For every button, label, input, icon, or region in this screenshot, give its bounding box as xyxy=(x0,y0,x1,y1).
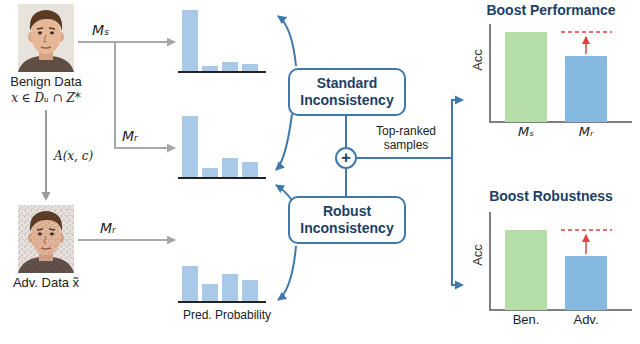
image-node: Adv. Data x̃ xyxy=(2,203,90,291)
connector xyxy=(42,110,51,201)
caption-text: Adv. Data x̃ xyxy=(2,275,90,291)
arrow-head xyxy=(455,96,464,105)
axis-caption: Pred. Probability xyxy=(168,308,286,323)
edge-label: A(x, c) xyxy=(54,148,93,164)
tick-label: Mₛ xyxy=(506,124,546,140)
sum-circle: + xyxy=(335,147,357,169)
connector-line xyxy=(45,110,47,194)
math-text: x ∈ Dᵤ ∩ Z* xyxy=(2,90,90,107)
model-label: Mₛ xyxy=(92,22,109,39)
tick-label: Mᵣ xyxy=(566,124,606,140)
chart-title: Boost Robustness xyxy=(466,188,636,205)
model-arrows xyxy=(78,42,175,240)
caption-text: Benign Data xyxy=(2,74,90,90)
chart-panel: Boost PerformanceAccMₛ Mᵣ xyxy=(466,2,636,142)
model-label: Mᵣ xyxy=(122,128,138,145)
arrow-head xyxy=(455,281,464,290)
feedback-arrows xyxy=(276,16,296,300)
tick-label: Ben. xyxy=(502,312,550,328)
face-photo xyxy=(18,4,74,72)
process-box: Robust Inconsistency xyxy=(288,196,406,244)
edge-label: Top-ranked samples xyxy=(364,124,448,152)
probability-bars xyxy=(182,10,258,302)
adversarial-face-photo xyxy=(18,205,74,273)
operator-symbol: + xyxy=(337,149,355,167)
chart-panel: Boost RobustnessAccBen. Adv. xyxy=(466,188,636,330)
bar-baselines xyxy=(178,72,266,302)
connector-line xyxy=(345,116,347,147)
accuracy-chart xyxy=(490,24,632,310)
image-node: Benign Datax ∈ Dᵤ ∩ Z* xyxy=(2,2,90,107)
connector-line xyxy=(345,169,347,196)
connector xyxy=(346,169,347,196)
axis-label: Acc xyxy=(470,240,486,270)
connector xyxy=(346,116,347,147)
model-label: Mᵣ xyxy=(100,220,116,237)
box-text: Standard Inconsistency xyxy=(296,75,398,109)
arrow-head xyxy=(42,192,51,201)
tick-label: Adv. xyxy=(562,312,610,328)
axis-label: Acc xyxy=(470,45,486,75)
chart-title: Boost Performance xyxy=(466,2,636,19)
box-text: Robust Inconsistency xyxy=(296,203,398,237)
process-box: Standard Inconsistency xyxy=(288,68,406,116)
